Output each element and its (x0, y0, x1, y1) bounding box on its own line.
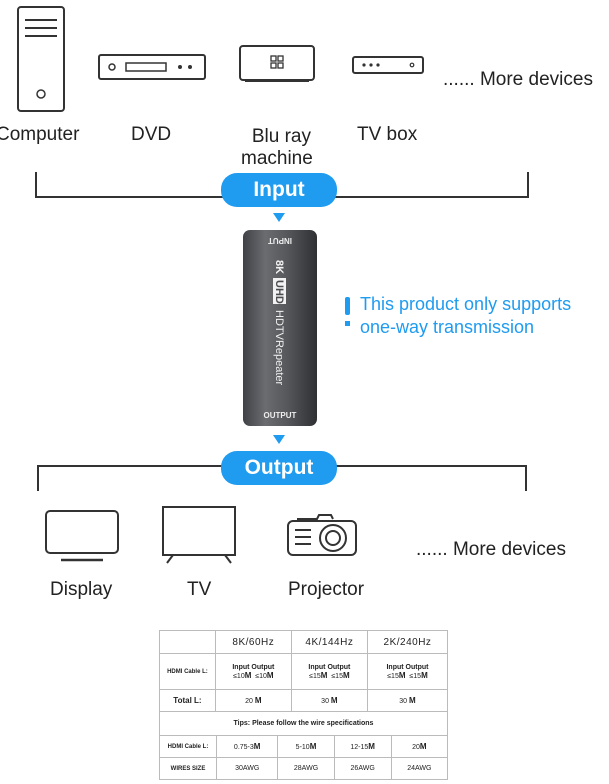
bluray-label-line2: machine (241, 148, 313, 169)
table-cell: 5-10M (277, 735, 335, 758)
cell-unit: M (266, 670, 274, 680)
tv-icon (162, 506, 236, 564)
table-cell: 28AWG (277, 757, 335, 780)
computer-label: Computer (0, 124, 80, 145)
bluray-label-line1: Blu ray (251, 126, 311, 147)
io-label: Input Output (386, 663, 429, 671)
cell-value: 30 (399, 698, 408, 705)
input-arrow-icon (273, 213, 285, 222)
table-cell: 20M (390, 735, 449, 758)
cell-unit: M (421, 670, 428, 680)
brand-8k: 8K (273, 260, 285, 274)
cell-value: 30 (321, 698, 329, 705)
note-line2: one-way transmission (360, 317, 535, 337)
cell-value: ≤15 (409, 672, 422, 680)
hdmi-repeater-device: INPUT 8K UHD HDTVRepeater OUTPUT (243, 230, 317, 426)
table-cell: 20 M (214, 689, 292, 712)
cell-unit: M (254, 696, 262, 705)
cell-value: 20 (245, 698, 253, 705)
tvbox-label: TV box (357, 124, 418, 145)
note-line1: This product only supports (360, 294, 572, 314)
table-cell: 30AWG (215, 757, 279, 780)
output-badge: Output (221, 451, 337, 485)
brand-uhd: UHD (273, 280, 285, 304)
table-cell: 30 M (290, 689, 368, 712)
cell-value: 20 (412, 744, 420, 751)
more-source-devices: ...... More devices (443, 69, 593, 90)
table-cell: Input Output ≤10M ≤10M (214, 653, 292, 690)
total-row-label: Total L: (159, 689, 216, 712)
device-brand-text: 8K UHD HDTVRepeater (273, 260, 286, 386)
output-arrow-icon (273, 435, 285, 444)
projector-icon (287, 514, 357, 556)
table-row: HDMI Cable L: 0.75-3M 5-10M 12-15M 20M (159, 735, 449, 758)
input-badge: Input (221, 173, 337, 207)
brand-name: HDTVRepeater (273, 310, 285, 386)
table-header-cell: 2K/240Hz (366, 630, 449, 654)
cell-value: ≤15 (309, 672, 321, 680)
tv-box-icon (352, 56, 424, 74)
cell-unit: M (409, 696, 416, 705)
cell-value: ≤15 (331, 672, 343, 680)
cell-unit: M (244, 670, 252, 680)
table-cell: Input Output ≤15M ≤15M (290, 653, 368, 690)
brand-uhd-box (273, 278, 286, 304)
cell-value: ≤15 (387, 672, 399, 680)
wire-cable-row-label: HDMI Cable L: (159, 735, 217, 758)
table-cell: 30 M (366, 689, 449, 712)
cell-value: ≤10 (233, 672, 245, 680)
dvd-player-icon (98, 54, 206, 80)
cell-unit: M (309, 742, 317, 751)
monitor-icon (45, 510, 119, 562)
computer-tower-icon (17, 6, 65, 112)
tv-label: TV (187, 579, 212, 600)
table-header-cell: 4K/144Hz (290, 630, 368, 654)
io-label: Input Output (232, 663, 275, 671)
display-label: Display (50, 579, 113, 600)
tips-cell: Tips: Please follow the wire specificati… (159, 711, 448, 736)
io-label: Input Output (308, 663, 351, 671)
cell-value: 12-15 (350, 744, 369, 751)
device-output-port-label: OUTPUT (263, 411, 297, 420)
one-way-note: This product only supports one-way trans… (360, 293, 571, 339)
table-cell: 0.75-3M (215, 735, 279, 758)
table-cell: 12-15M (333, 735, 392, 758)
table-header-row: 8K/60Hz 4K/144Hz 2K/240Hz (159, 630, 449, 654)
cell-value: 5-10 (295, 744, 310, 751)
table-cell: 26AWG (333, 757, 392, 780)
note-dot-icon (345, 321, 350, 326)
table-row: Tips: Please follow the wire specificati… (159, 711, 448, 736)
cell-unit: M (368, 742, 375, 751)
bluray-label: Blu ray machine (241, 126, 313, 170)
table-cell: 24AWG (390, 757, 449, 780)
cell-unit: M (398, 670, 406, 680)
more-output-devices: ...... More devices (416, 539, 566, 560)
cell-unit: M (253, 742, 261, 751)
cell-unit: M (342, 670, 350, 680)
wire-size-row-label: WIRES SIZE (159, 757, 217, 780)
device-input-port-label: INPUT (268, 236, 292, 245)
table-header-cell: 8K/60Hz (214, 630, 292, 654)
cell-unit: M (320, 670, 328, 680)
table-header-cell (159, 630, 216, 654)
projector-label: Projector (288, 579, 365, 600)
bluray-player-icon (239, 45, 315, 82)
table-row: HDMI Cable L: Input Output ≤10M ≤10M Inp… (159, 653, 449, 690)
cell-value: ≤10 (255, 672, 267, 680)
table-row: WIRES SIZE 30AWG 28AWG 26AWG 24AWG (159, 757, 449, 780)
cell-unit: M (419, 742, 427, 751)
wire-spec-table: HDMI Cable L: 0.75-3M 5-10M 12-15M 20M W… (159, 735, 449, 780)
spec-table: 8K/60Hz 4K/144Hz 2K/240Hz HDMI Cable L: … (159, 630, 449, 736)
table-row: Total L: 20 M 30 M 30 M (159, 689, 449, 712)
cable-row-label: HDMI Cable L: (159, 653, 216, 690)
cell-unit: M (330, 696, 338, 705)
table-cell: Input Output ≤15M ≤15M (366, 653, 449, 690)
cell-value: 0.75-3 (233, 744, 254, 751)
dvd-label: DVD (131, 124, 172, 145)
note-bar-icon (345, 297, 350, 315)
